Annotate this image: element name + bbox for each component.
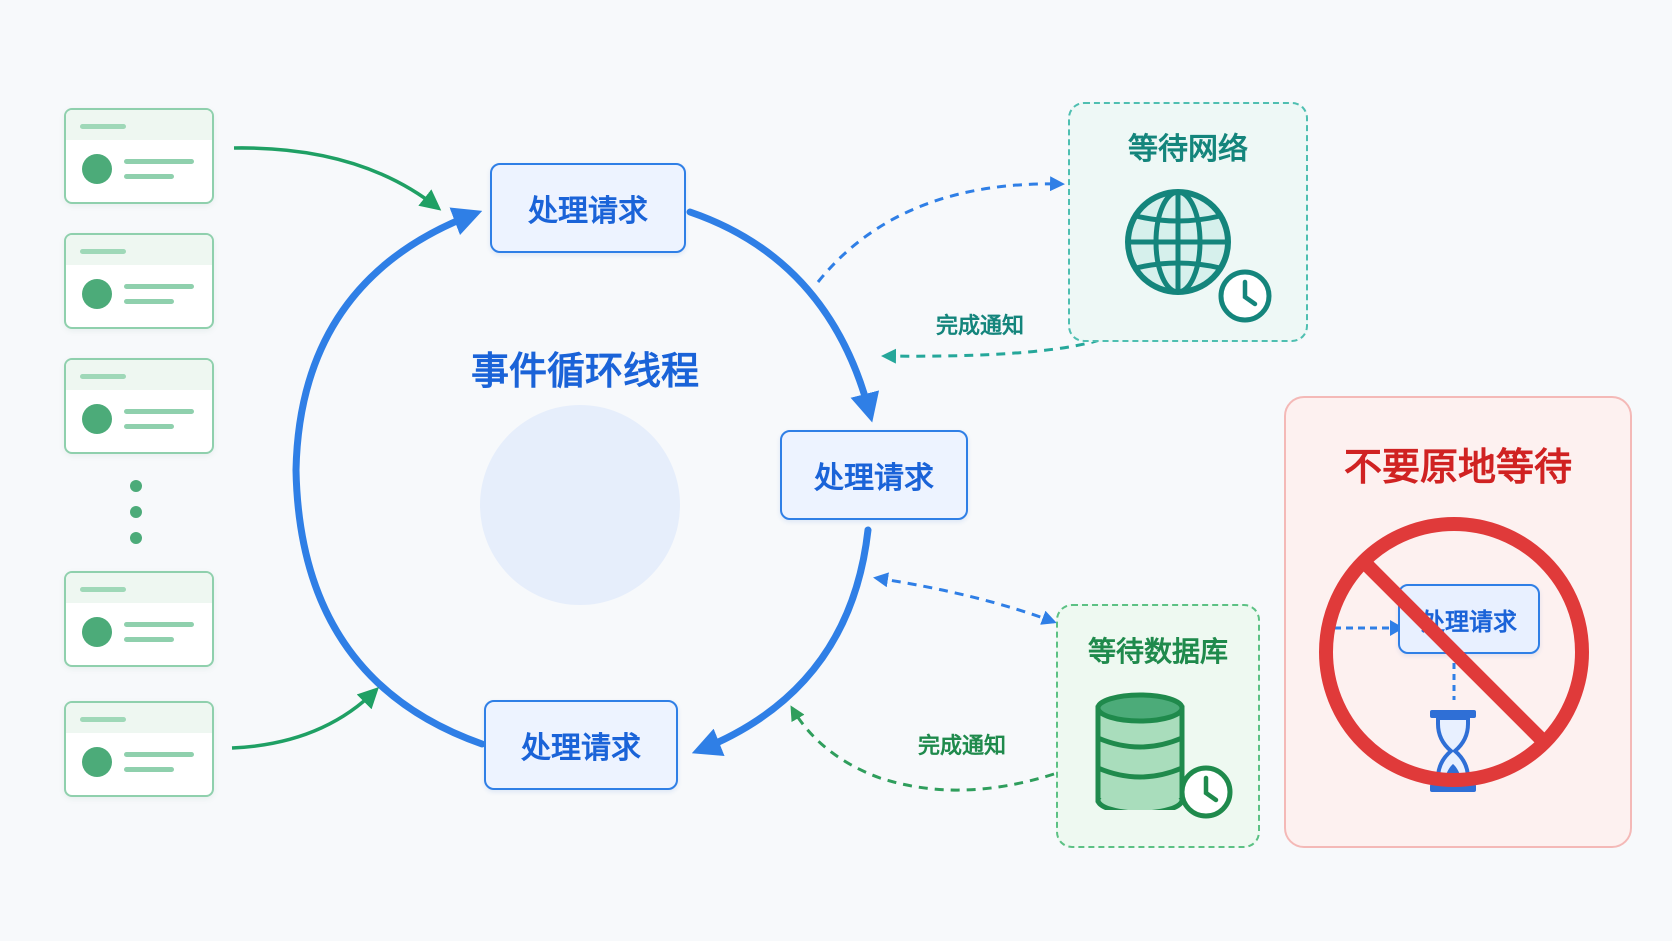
avatar: [82, 154, 112, 184]
database-wait-box: 等待数据库: [1056, 604, 1260, 848]
globe-icon: [1125, 189, 1231, 295]
clock-icon: [1179, 765, 1233, 819]
loop-arrow-bottom-to-top: [292, 207, 486, 748]
client-arrows: [231, 146, 442, 750]
avatar: [82, 279, 112, 309]
blocked-request-arrow: [1334, 620, 1404, 636]
network-wait-title: 等待网络: [1128, 132, 1248, 167]
prohibited-icon: [1319, 517, 1589, 787]
avatar: [82, 617, 112, 647]
loop-arrows: [292, 207, 880, 756]
database-notify-label: 完成通知: [918, 734, 1007, 759]
client-window-5: [64, 701, 214, 797]
ellipsis-dot: [130, 506, 142, 518]
database-notify-arrow: [790, 705, 1055, 792]
client-arrow-in-top: [233, 146, 442, 211]
network-wait-box: 等待网络: [1068, 102, 1308, 342]
avatar: [82, 747, 112, 777]
blocked-request-node: 处理请求: [1398, 584, 1540, 654]
network-notify-arrow: [881, 338, 1101, 364]
loop-arrow-top-to-right: [686, 208, 880, 423]
client-arrow-in-bottom: [231, 687, 379, 750]
ellipsis-dot: [130, 532, 142, 544]
loop-arrow-right-to-bottom: [691, 526, 872, 756]
request-node-bottom: 处理请求: [484, 700, 678, 790]
clock-icon: [1218, 269, 1272, 323]
network-request-arrow: [816, 176, 1065, 283]
database-icon: [1095, 692, 1185, 810]
ellipsis-dot: [130, 480, 142, 492]
avatar: [82, 404, 112, 434]
client-window-1: [64, 108, 214, 204]
dont-block-title: 不要原地等待: [1343, 445, 1572, 489]
database-request-arrow: [873, 572, 1057, 625]
client-window-2: [64, 233, 214, 329]
gear-background: [480, 405, 680, 605]
client-window-4: [64, 571, 214, 667]
loop-title: 事件循环线程: [470, 349, 699, 393]
request-node-right: 处理请求: [780, 430, 968, 520]
wait-link: [1452, 652, 1456, 700]
request-node-top: 处理请求: [490, 163, 686, 253]
database-wait-title: 等待数据库: [1087, 635, 1228, 668]
client-window-3: [64, 358, 214, 454]
network-notify-label: 完成通知: [936, 314, 1025, 339]
